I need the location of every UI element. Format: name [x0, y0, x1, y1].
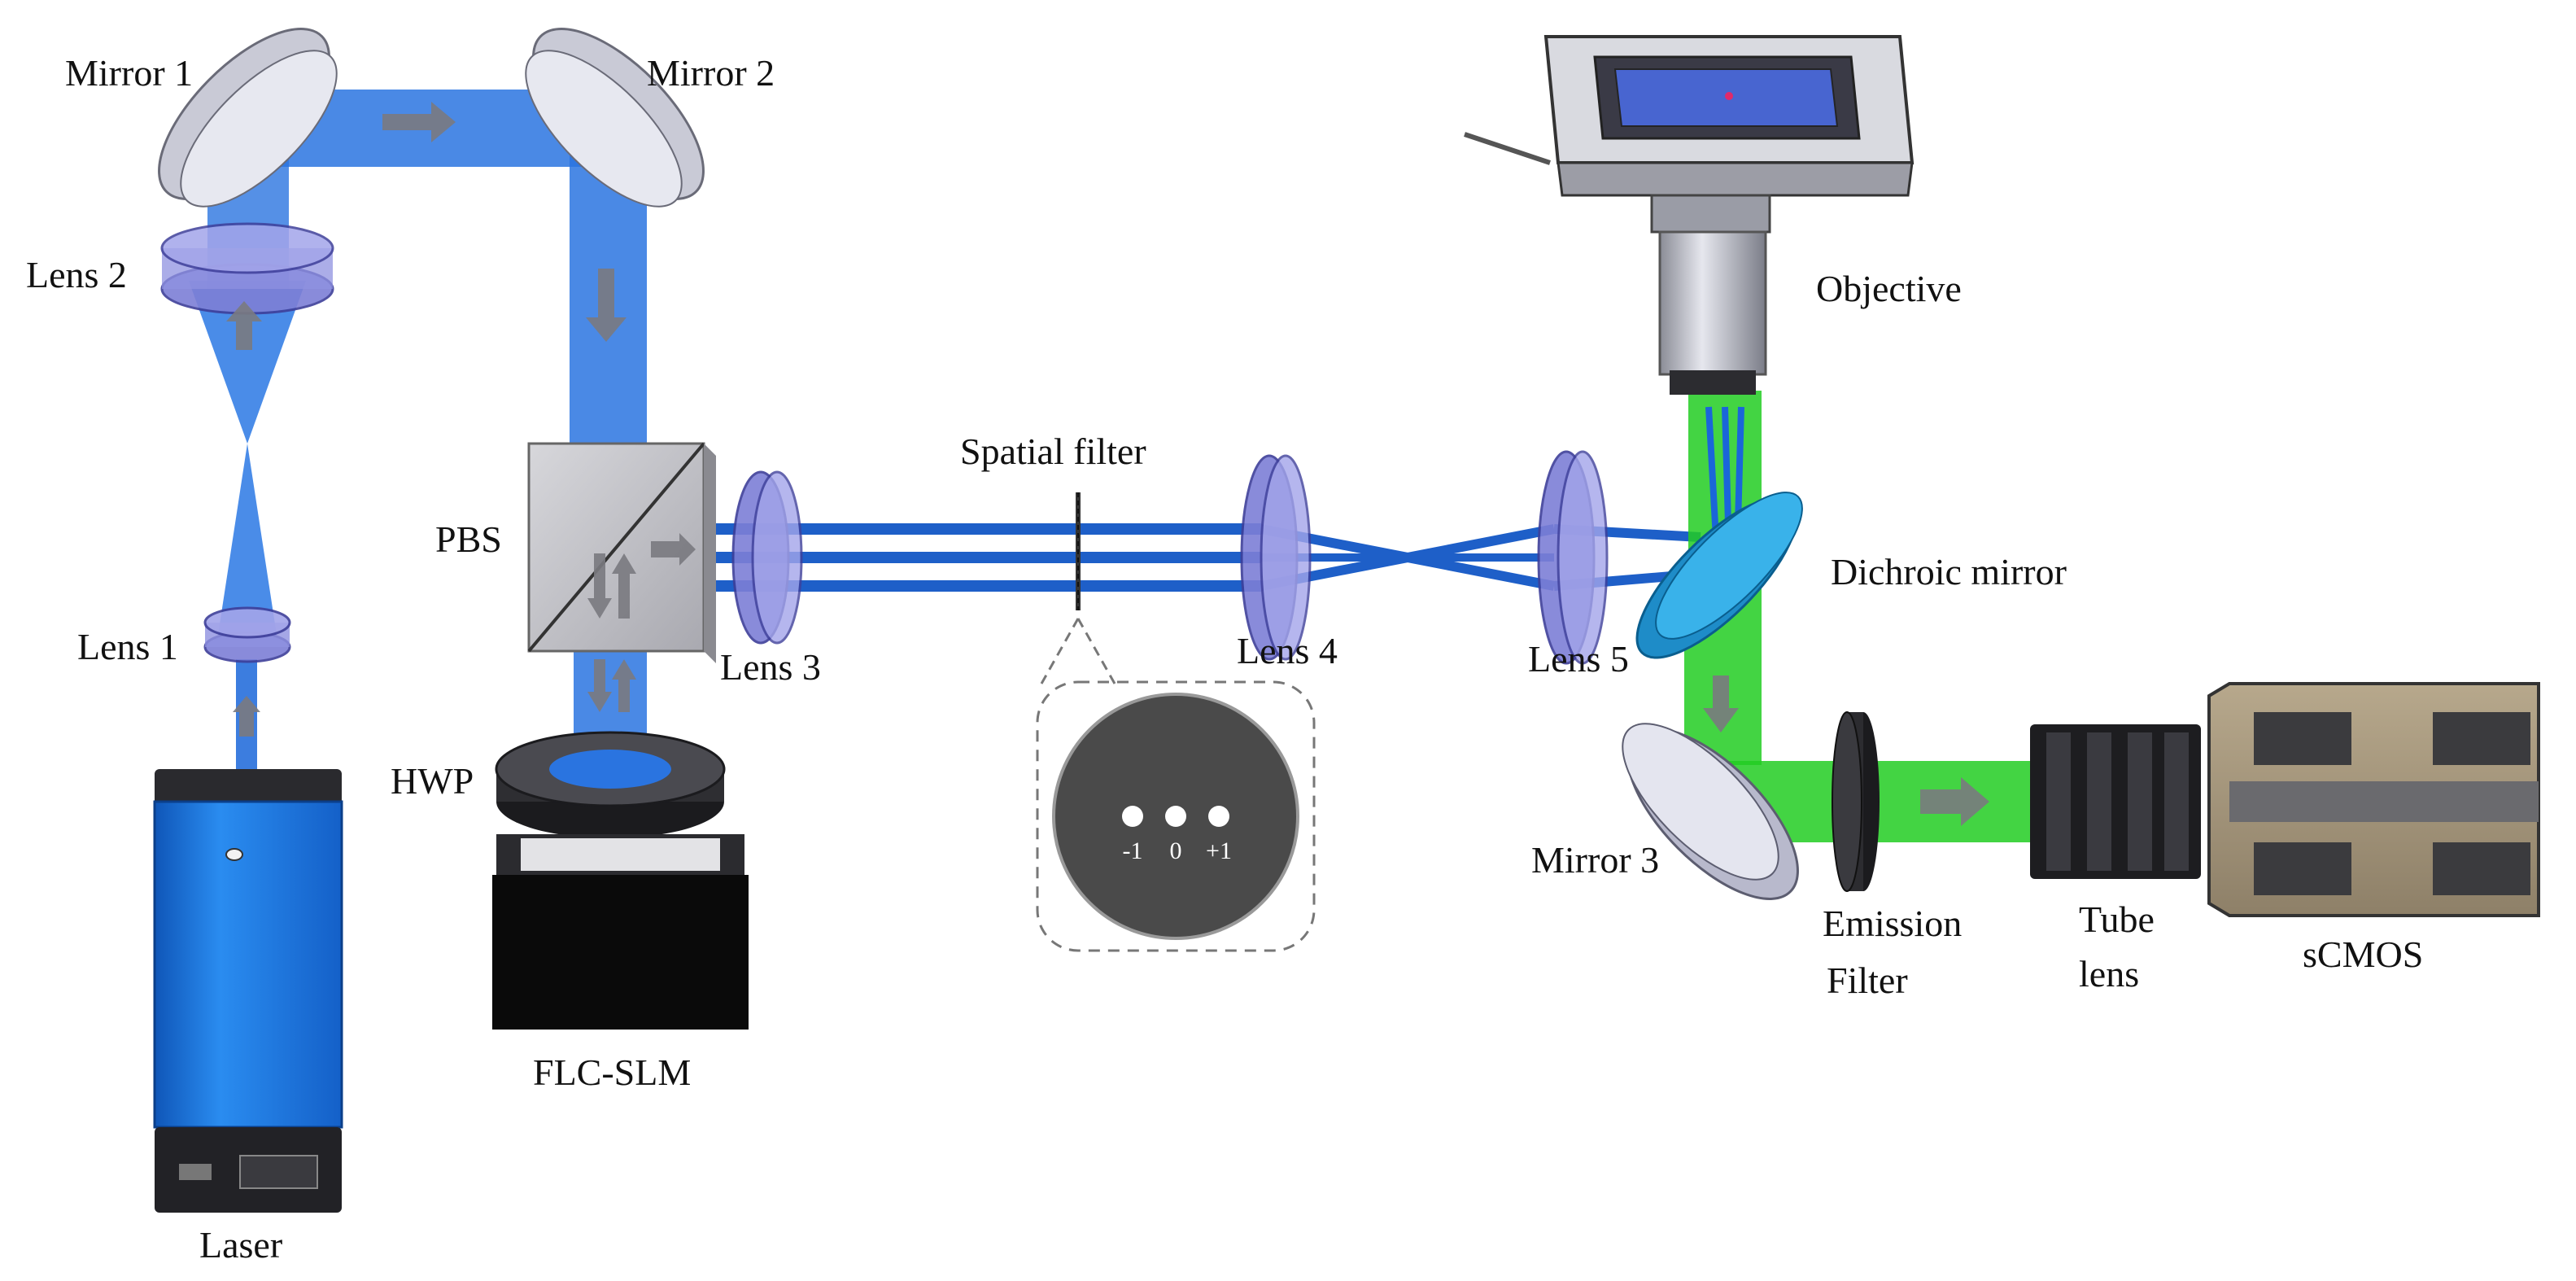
- camera-vents-top: [2254, 712, 2530, 765]
- order-dot-plus1: [1208, 806, 1229, 827]
- label-emission-filter-1: Emission: [1823, 903, 1962, 944]
- label-pbs: PBS: [435, 518, 502, 560]
- arrow-down-green: [1703, 675, 1739, 732]
- label-laser: Laser: [199, 1224, 282, 1266]
- label-spatial-filter: Spatial filter: [960, 431, 1146, 472]
- arrow-up-lens2: [226, 301, 262, 350]
- flc-slm: [492, 834, 749, 1030]
- pbs-cube: [527, 442, 716, 663]
- label-scmos: sCMOS: [2303, 933, 2423, 975]
- lens-2: [160, 222, 334, 315]
- label-lens-4: Lens 4: [1237, 630, 1338, 671]
- arrow-updown-slm-2: [612, 659, 636, 712]
- arrow-updown-pbs-2: [612, 553, 636, 619]
- label-tube-lens-1: Tube: [2079, 898, 2155, 940]
- label-lens-3: Lens 3: [720, 646, 821, 688]
- mirror-3: [1622, 723, 1799, 900]
- arrow-updown-slm-1: [587, 659, 612, 712]
- label-lens-5: Lens 5: [1528, 638, 1629, 680]
- label-lens-2: Lens 2: [26, 254, 127, 295]
- label-lens-1: Lens 1: [77, 626, 178, 667]
- dichroic-mirror: [1635, 492, 1803, 659]
- sample-stage: [1464, 35, 1915, 197]
- label-mirror-1: Mirror 1: [65, 52, 193, 94]
- order-dot-0: [1165, 806, 1186, 827]
- spatial-filter: [1076, 492, 1081, 610]
- spatial-filter-inset: -1 0 +1: [1036, 618, 1316, 952]
- arrow-right-pbs: [651, 533, 696, 566]
- label-hwp: HWP: [391, 760, 474, 802]
- arrow-up-laser: [233, 696, 260, 737]
- label-emission-filter-2: Filter: [1827, 960, 1908, 1001]
- order-label-minus1: -1: [1123, 837, 1143, 864]
- blue-beam-path: [189, 90, 1701, 871]
- label-dichroic-mirror: Dichroic mirror: [1831, 551, 2067, 592]
- arrow-down-mirror2: [586, 269, 627, 342]
- lens-5: [1537, 450, 1609, 665]
- objective: [1650, 194, 1771, 395]
- scmos-camera: [2207, 682, 2540, 917]
- label-tube-lens-2: lens: [2079, 953, 2139, 995]
- order-label-plus1: +1: [1206, 837, 1232, 864]
- arrow-right-green: [1920, 777, 1989, 826]
- arrow-updown-pbs-1: [587, 553, 612, 619]
- camera-vents-bottom: [2254, 842, 2530, 895]
- order-dot-minus1: [1122, 806, 1143, 827]
- label-flc-slm: FLC-SLM: [533, 1051, 691, 1093]
- tube-lens: [2030, 724, 2201, 879]
- laser: [153, 769, 343, 1213]
- mirror-1: [158, 28, 338, 208]
- label-mirror-2: Mirror 2: [647, 52, 775, 94]
- order-label-0: 0: [1170, 837, 1182, 864]
- label-mirror-3: Mirror 3: [1531, 839, 1659, 881]
- lens-3: [731, 470, 803, 645]
- labels: Mirror 1 Mirror 2 Lens 2 Lens 1 PBS Lens…: [26, 52, 2423, 1266]
- lens-1: [203, 606, 291, 663]
- lens-4: [1240, 454, 1312, 661]
- hwp: [495, 731, 726, 838]
- arrow-right-top: [382, 102, 456, 142]
- label-objective: Objective: [1816, 268, 1962, 309]
- beam-focus-cone: [218, 444, 277, 635]
- mirror-2: [525, 28, 705, 208]
- emission-filter: [1832, 711, 1880, 892]
- direction-arrows: [226, 102, 1989, 826]
